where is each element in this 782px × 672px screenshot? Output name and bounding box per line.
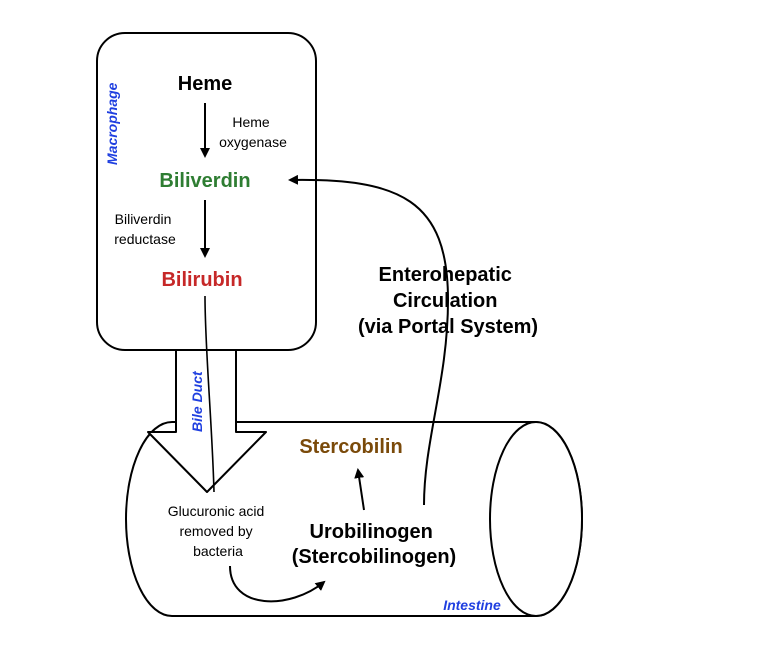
intestine-label: Intestine xyxy=(443,597,501,613)
heme-oxygenase-label: Heme oxygenase xyxy=(219,114,287,150)
bile-duct-arrow xyxy=(147,344,267,493)
bilirubin-transport-line xyxy=(204,295,215,493)
urobilinogen-label: Urobilinogen (Stercobilinogen) xyxy=(292,521,456,568)
stercobilin-label: Stercobilin xyxy=(299,436,402,458)
enterohepatic-arrow xyxy=(288,174,450,506)
glucuronic-acid-label: Glucuronic acid removed by bacteria xyxy=(168,503,268,559)
urobilinogen-to-stercobilin-arrow xyxy=(354,468,365,511)
enterohepatic-label: Enterohepatic Circulation (via Portal Sy… xyxy=(358,264,538,338)
biliverdin-label: Biliverdin xyxy=(159,170,250,192)
biliverdin-reductase-label: Biliverdin reductase xyxy=(114,211,176,247)
glucuronic-to-urobilinogen-arrow xyxy=(229,565,326,603)
bile-duct-label: Bile Duct xyxy=(189,370,205,432)
heme-label: Heme xyxy=(178,73,232,95)
intestine-end-cap xyxy=(489,421,583,617)
intestine-cylinder xyxy=(125,421,583,617)
macrophage-label: Macrophage xyxy=(104,82,120,165)
bilirubin-label: Bilirubin xyxy=(161,269,242,291)
